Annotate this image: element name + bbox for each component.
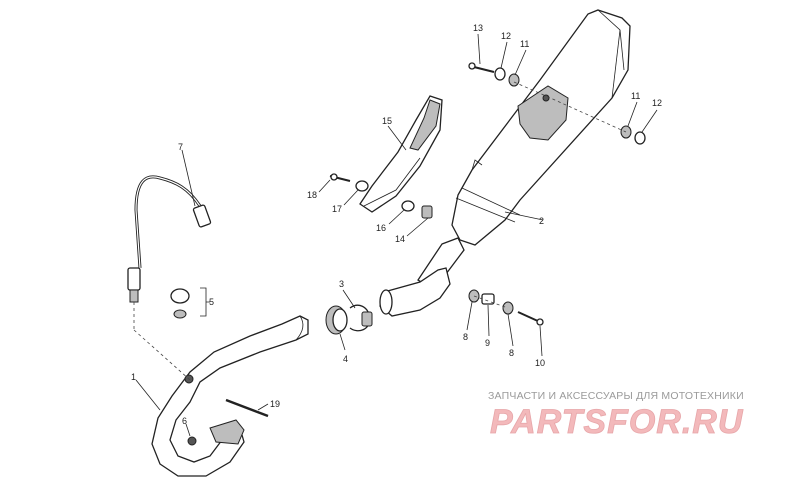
callout-13: 13 [473,23,483,33]
callout-16: 16 [376,223,386,233]
callout-10: 10 [535,358,545,368]
header-pipe-part[interactable] [151,315,309,477]
washer-17[interactable] [355,180,369,192]
nut-14[interactable] [421,205,433,219]
callout-3: 3 [339,279,344,289]
assembly-line [473,295,509,309]
lambda-sensor-part[interactable] [127,175,212,330]
muffler-bracket-part[interactable] [359,95,443,213]
watermark-caption: ЗАПЧАСТИ И АКСЕССУАРЫ ДЛЯ МОТОТЕХНИКИ [488,390,744,402]
link-pipe-part[interactable] [379,267,451,317]
callout-1: 1 [131,372,136,382]
callout-18: 18 [307,190,317,200]
callout-8-right: 8 [509,348,514,358]
callout-15: 15 [382,116,392,126]
callout-leaders [135,33,658,437]
callout-19: 19 [270,399,280,409]
callout-14: 14 [395,234,405,244]
callout-6: 6 [182,416,187,426]
muffler-part[interactable] [417,9,631,287]
callout-12-right: 12 [652,98,662,108]
gasket-part[interactable] [325,305,348,335]
washer-12-right[interactable] [634,131,646,145]
strap-19[interactable] [225,398,269,418]
callout-labels: 1 2 3 4 5 6 7 8 8 9 10 11 11 12 12 13 14… [131,23,662,426]
callout-8-left: 8 [463,332,468,342]
callout-7: 7 [178,142,183,152]
callout-12-top: 12 [501,31,511,41]
callout-11-top: 11 [520,39,529,49]
callout-4: 4 [343,354,348,364]
callout-17: 17 [332,204,342,214]
bolt-13[interactable] [468,62,495,73]
clamp-part[interactable] [349,304,373,332]
watermark-logo: PARTSFOR.RU [490,403,744,441]
assembly-line [133,329,191,381]
callout-2: 2 [539,216,544,226]
bolt-10[interactable] [517,311,544,326]
callout-5: 5 [209,297,214,307]
plug-part[interactable] [170,288,190,319]
bolt-18[interactable] [329,173,351,182]
grommet-11-top[interactable] [508,73,520,87]
washer-16[interactable] [401,200,415,212]
callout-11-right: 11 [631,91,640,101]
callout-9: 9 [485,338,490,348]
watermark: ЗАПЧАСТИ И АКСЕССУАРЫ ДЛЯ МОТОТЕХНИКИ PA… [488,390,744,441]
washer-12-top[interactable] [494,67,506,81]
